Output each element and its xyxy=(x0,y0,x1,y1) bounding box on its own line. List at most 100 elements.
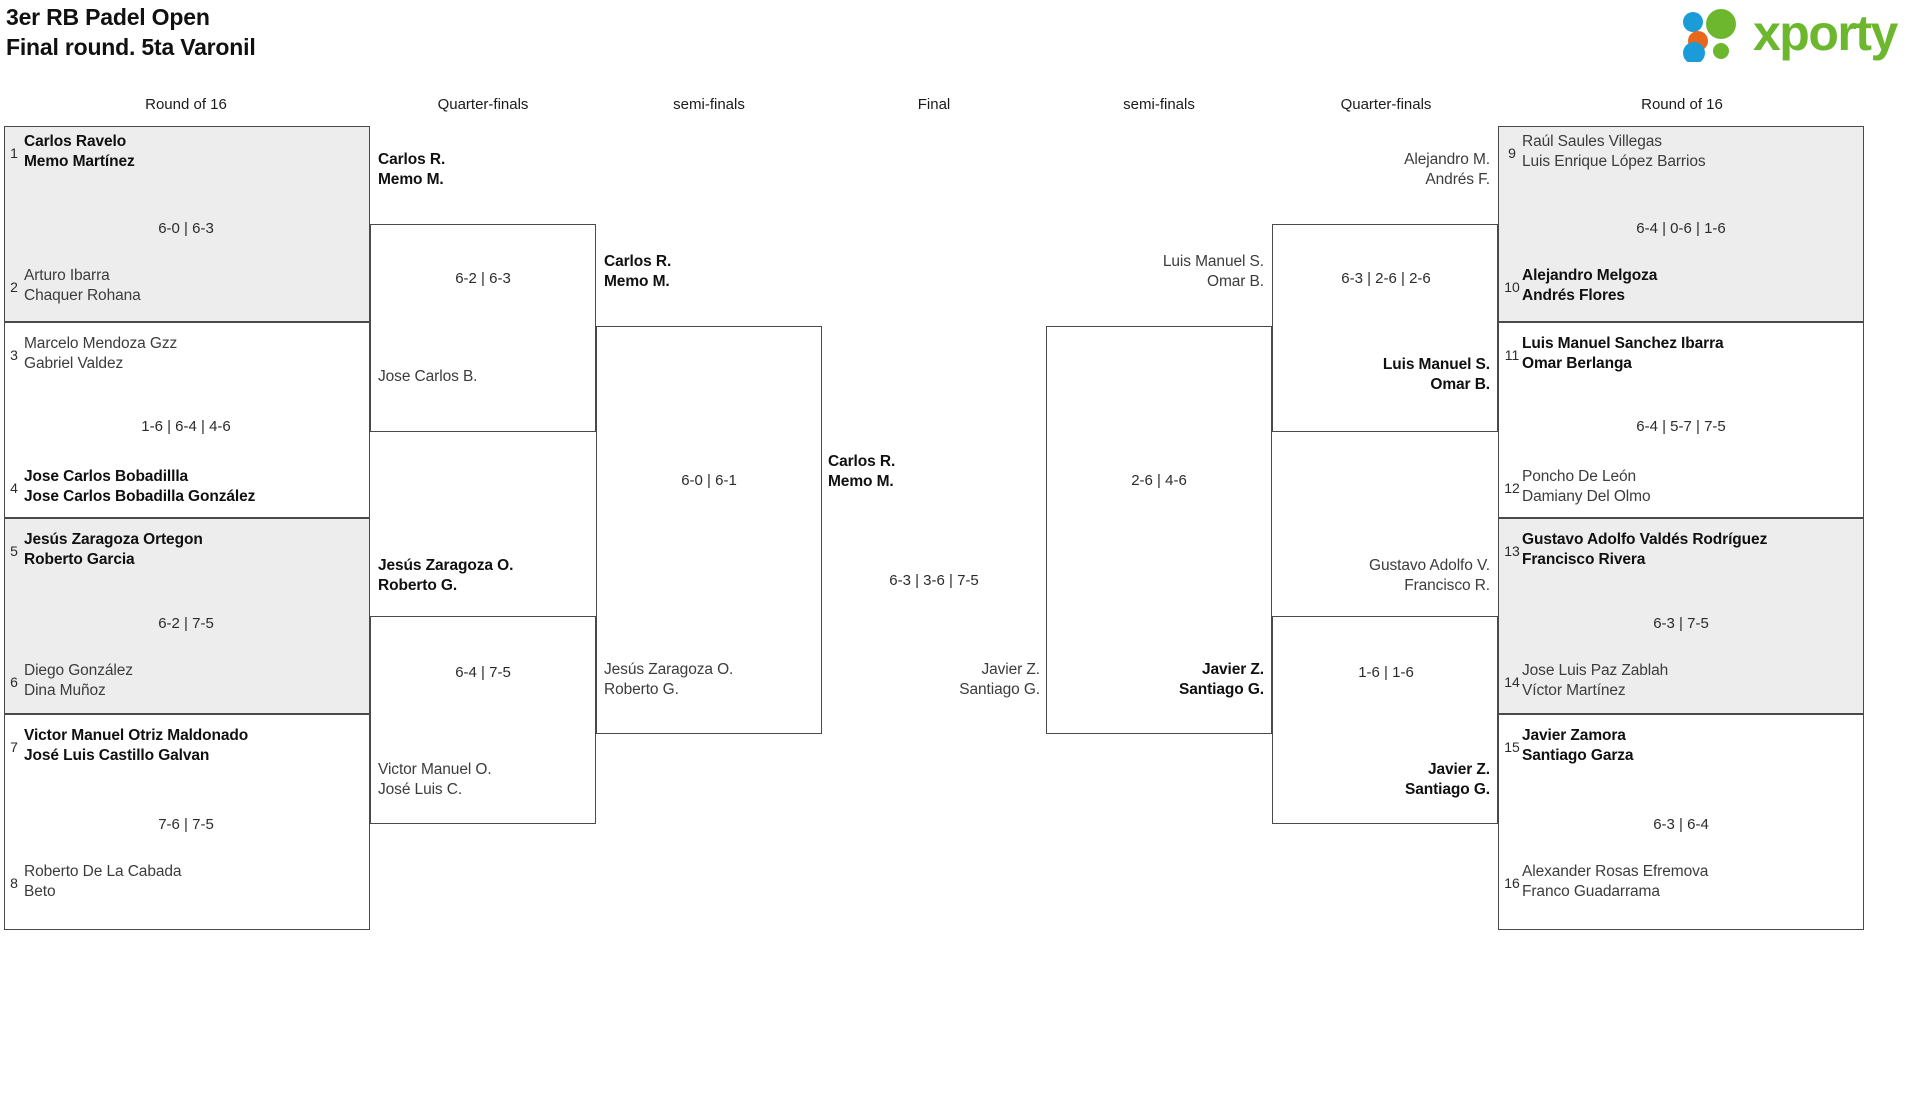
player-name-1: Poncho De León xyxy=(1522,468,1637,485)
seed-number: 1 xyxy=(10,145,18,161)
score-final: 6-3 | 3-6 | 7-5 xyxy=(889,572,979,589)
tournament-name: 3er RB Padel Open xyxy=(6,4,210,30)
player-name-1: Jesús Zaragoza O. xyxy=(604,661,734,678)
score-lqf2: 6-4 | 7-5 xyxy=(455,664,511,681)
match-box-rqf2[interactable] xyxy=(1272,616,1498,824)
player-name-2: Chaquer Rohana xyxy=(24,287,141,304)
player-name-2: Roberto G. xyxy=(604,681,679,698)
player-name-1: Diego González xyxy=(24,662,133,679)
round-header-right-r16: Round of 16 xyxy=(1641,96,1723,113)
team-seed-3[interactable]: 3 Marcelo Mendoza Gzz Gabriel Valdez xyxy=(4,334,364,374)
player-name-1: Jose Luis Paz Zablah xyxy=(1522,662,1669,679)
player-name-1: Alejandro M. xyxy=(1404,151,1490,168)
team-rsf-bottom[interactable]: Javier Z. Santiago G. xyxy=(1052,660,1264,700)
team-seed-15[interactable]: 15 Javier Zamora Santiago Garza xyxy=(1502,726,1862,766)
match-box-r1[interactable] xyxy=(1498,126,1864,322)
player-name-2: Omar Berlanga xyxy=(1522,355,1632,372)
score-rqf1: 6-3 | 2-6 | 2-6 xyxy=(1341,270,1431,287)
player-name-1: Carlos R. xyxy=(378,151,446,168)
team-seed-7[interactable]: 7 Victor Manuel Otriz Maldonado José Lui… xyxy=(4,726,364,766)
seed-number: 8 xyxy=(10,875,18,891)
team-seed-2[interactable]: 2 Arturo Ibarra Chaquer Rohana xyxy=(4,266,364,306)
match-box-lqf2[interactable] xyxy=(370,616,596,824)
match-box-l4[interactable] xyxy=(4,714,370,930)
team-seed-4[interactable]: 4 Jose Carlos Bobadillla Jose Carlos Bob… xyxy=(4,467,364,507)
team-rqf1-bottom[interactable]: Luis Manuel S. Omar B. xyxy=(1280,355,1490,395)
match-box-l1[interactable] xyxy=(4,126,370,322)
seed-number: 10 xyxy=(1504,279,1520,295)
match-box-rqf1[interactable] xyxy=(1272,224,1498,432)
team-rqf2-top[interactable]: Gustavo Adolfo V. Francisco R. xyxy=(1280,556,1490,596)
team-final-bottom[interactable]: Javier Z. Santiago G. xyxy=(828,660,1040,700)
team-rqf2-bottom[interactable]: Javier Z. Santiago G. xyxy=(1280,760,1490,800)
player-name-2: Santiago G. xyxy=(1404,781,1490,798)
round-header-left-qf: Quarter-finals xyxy=(437,96,529,113)
score-r3: 6-3 | 7-5 xyxy=(1653,615,1709,632)
team-seed-10[interactable]: 10 Alejandro Melgoza Andrés Flores xyxy=(1502,266,1862,306)
player-name-2: Gabriel Valdez xyxy=(24,355,124,372)
player-name-1: Jesús Zaragoza Ortegon xyxy=(24,531,203,548)
score-lsf: 6-0 | 6-1 xyxy=(681,472,737,489)
seed-number: 4 xyxy=(10,480,18,496)
team-seed-16[interactable]: 16 Alexander Rosas Efremova Franco Guada… xyxy=(1502,862,1862,902)
match-box-lqf1[interactable] xyxy=(370,224,596,432)
player-name-2: Roberto G. xyxy=(378,577,458,594)
team-rqf1-top[interactable]: Alejandro M. Andrés F. xyxy=(1280,150,1490,190)
team-lqf1-top[interactable]: Carlos R. Memo M. xyxy=(378,150,588,190)
round-header-right-qf: Quarter-finals xyxy=(1340,96,1432,113)
xporty-logo[interactable]: xporty xyxy=(1681,5,1906,64)
player-name-1: Gustavo Adolfo V. xyxy=(1369,557,1490,574)
player-name-2: Franco Guadarrama xyxy=(1522,883,1660,900)
match-box-lsf[interactable] xyxy=(596,326,822,734)
match-box-l2[interactable] xyxy=(4,322,370,518)
match-box-l3[interactable] xyxy=(4,518,370,714)
team-lqf2-bottom[interactable]: Victor Manuel O. José Luis C. xyxy=(378,760,588,800)
seed-number: 5 xyxy=(10,543,18,559)
player-name-2: Luis Enrique López Barrios xyxy=(1522,153,1706,170)
team-seed-1[interactable]: 1 Carlos Ravelo Memo Martínez xyxy=(4,132,364,172)
seed-number: 3 xyxy=(10,347,18,363)
match-box-r2[interactable] xyxy=(1498,322,1864,518)
team-seed-6[interactable]: 6 Diego González Dina Muñoz xyxy=(4,661,364,701)
player-name-2: Dina Muñoz xyxy=(24,682,106,699)
team-seed-13[interactable]: 13 Gustavo Adolfo Valdés Rodríguez Franc… xyxy=(1502,530,1862,570)
score-r4: 6-3 | 6-4 xyxy=(1653,816,1709,833)
player-name-2: Memo Martínez xyxy=(24,153,135,170)
team-seed-5[interactable]: 5 Jesús Zaragoza Ortegon Roberto Garcia xyxy=(4,530,364,570)
seed-number: 13 xyxy=(1504,543,1520,559)
team-final-top[interactable]: Carlos R. Memo M. xyxy=(828,452,1040,492)
player-name-2: Memo M. xyxy=(378,171,444,188)
player-name-1: Victor Manuel Otriz Maldonado xyxy=(24,727,249,744)
match-box-r3[interactable] xyxy=(1498,518,1864,714)
player-name-1: Alexander Rosas Efremova xyxy=(1522,863,1709,880)
page-title: 3er RB Padel Open Final round. 5ta Varon… xyxy=(6,2,256,62)
team-seed-14[interactable]: 14 Jose Luis Paz Zablah Víctor Martínez xyxy=(1502,661,1862,701)
team-seed-12[interactable]: 12 Poncho De León Damiany Del Olmo xyxy=(1502,467,1862,507)
player-name-1: Luis Manuel S. xyxy=(1162,253,1264,270)
team-lsf-bottom[interactable]: Jesús Zaragoza O. Roberto G. xyxy=(604,660,816,700)
team-lsf-top[interactable]: Carlos R. Memo M. xyxy=(604,252,816,292)
score-l2: 1-6 | 6-4 | 4-6 xyxy=(141,418,231,435)
match-box-rsf[interactable] xyxy=(1046,326,1272,734)
team-lqf2-top[interactable]: Jesús Zaragoza O. Roberto G. xyxy=(378,556,588,596)
player-name-1: Javier Z. xyxy=(1201,661,1264,678)
seed-number: 16 xyxy=(1504,875,1520,891)
player-name-1: Raúl Saules Villegas xyxy=(1522,133,1662,150)
team-seed-9[interactable]: 9 Raúl Saules Villegas Luis Enrique Lópe… xyxy=(1502,132,1862,172)
player-name-1: Marcelo Mendoza Gzz xyxy=(24,335,178,352)
seed-number: 9 xyxy=(1508,145,1516,161)
round-header-right-sf: semi-finals xyxy=(1123,96,1195,113)
player-name-2: Jose Carlos Bobadilla González xyxy=(24,488,256,505)
round-header-final: Final xyxy=(917,96,951,113)
team-rsf-top[interactable]: Luis Manuel S. Omar B. xyxy=(1052,252,1264,292)
team-lqf1-bottom[interactable]: Jose Carlos B. xyxy=(378,367,588,387)
player-name-2: Damiany Del Olmo xyxy=(1522,488,1651,505)
player-name-1: Jose Carlos Bobadillla xyxy=(24,468,189,485)
team-seed-11[interactable]: 11 Luis Manuel Sanchez Ibarra Omar Berla… xyxy=(1502,334,1862,374)
player-name-2: Francisco Rivera xyxy=(1522,551,1646,568)
player-name-2: Santiago G. xyxy=(1178,681,1264,698)
player-name-1: Jose Carlos B. xyxy=(378,368,478,385)
match-box-r4[interactable] xyxy=(1498,714,1864,930)
player-name-2: Beto xyxy=(24,883,56,900)
team-seed-8[interactable]: 8 Roberto De La Cabada Beto xyxy=(4,862,364,902)
